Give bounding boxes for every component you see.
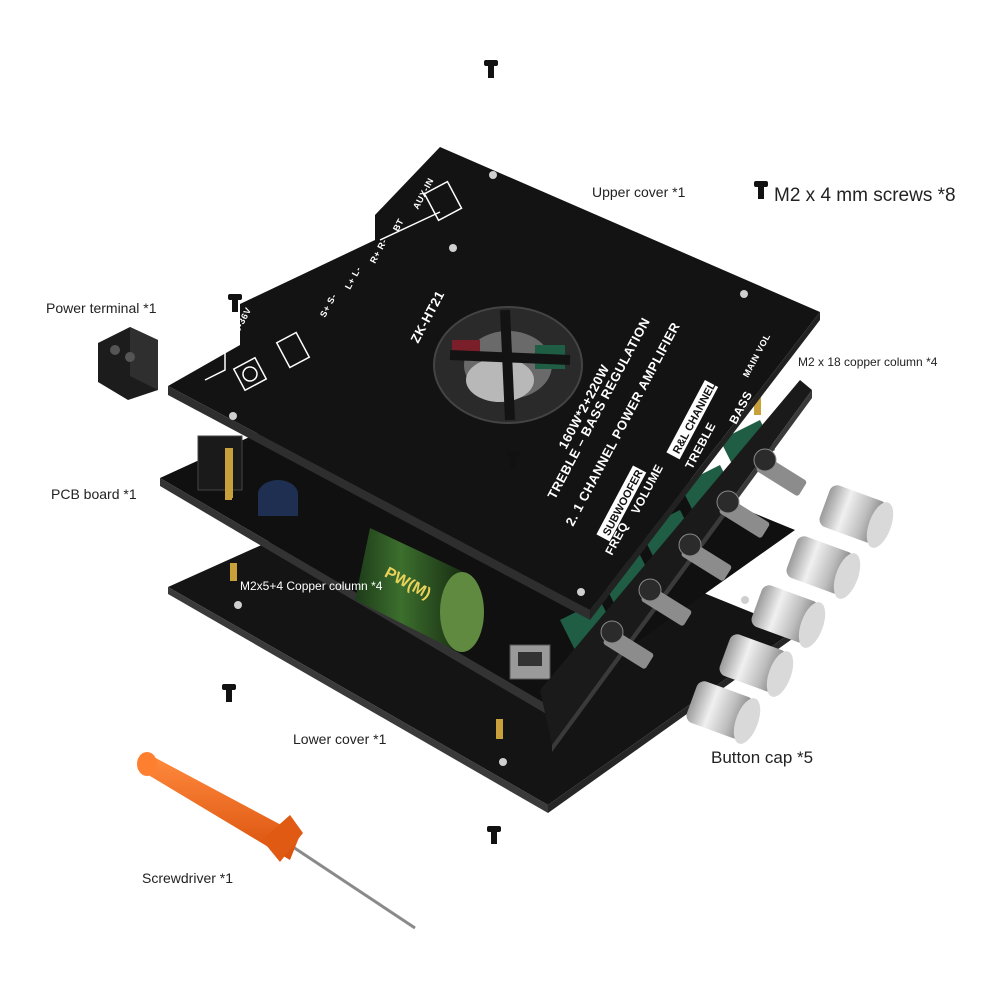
- screw-icon: [754, 181, 768, 199]
- fan-window: [433, 306, 583, 424]
- label-pcb-board: PCB board *1: [51, 486, 137, 502]
- screwdriver: [137, 752, 416, 930]
- screw-icon: [484, 60, 498, 78]
- power-terminal: [98, 327, 158, 400]
- button-cap: [719, 634, 794, 697]
- button-caps: [686, 485, 894, 744]
- label-screws: M2 x 4 mm screws *8: [774, 185, 956, 206]
- label-button-cap: Button cap *5: [711, 748, 814, 767]
- button-cap: [686, 681, 761, 744]
- label-lower-cover: Lower cover *1: [293, 731, 387, 747]
- button-cap: [751, 585, 826, 648]
- label-screwdriver: Screwdriver *1: [142, 870, 234, 886]
- button-cap: [786, 536, 861, 599]
- copper-columns-lower: [230, 563, 503, 739]
- upper-cover: ZK-HT21 160W*2+220W TREBLE – BASS REGULA…: [168, 147, 820, 620]
- screw-icon: [222, 684, 236, 702]
- front-panel: [540, 380, 812, 752]
- screw-icon: [228, 294, 242, 312]
- button-cap: [819, 485, 894, 548]
- capacitor: PW(M): [355, 528, 484, 652]
- screw-icon: [506, 451, 520, 469]
- label-upper-cover: Upper cover *1: [592, 184, 686, 200]
- screw-icon: [487, 826, 501, 844]
- label-copper-column-18: M2 x 18 copper column *4: [798, 355, 938, 369]
- label-copper-column-5: M2x5+4 Copper column *4: [240, 579, 383, 593]
- label-power-terminal: Power terminal *1: [46, 300, 157, 316]
- potentiometer-shafts: [600, 448, 807, 669]
- screws: [222, 60, 768, 844]
